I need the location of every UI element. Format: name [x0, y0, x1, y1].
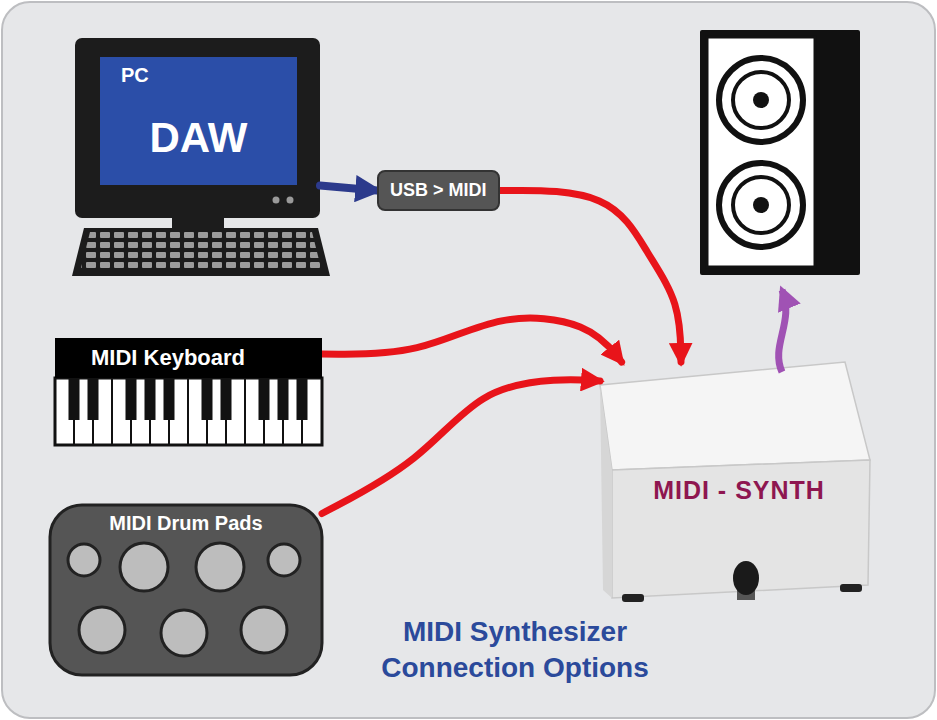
- monitor-button: [287, 197, 294, 204]
- drum-pads: [68, 543, 300, 656]
- connector-arrow: [322, 380, 600, 514]
- speaker-cap: [753, 92, 769, 108]
- synth-foot: [622, 594, 644, 602]
- midi-synth-box: MIDI - SYNTH: [600, 362, 870, 600]
- interface-label: USB > MIDI: [390, 180, 487, 201]
- monitor-screen: [100, 57, 297, 185]
- synth-label: MIDI - SYNTH: [608, 476, 870, 505]
- speaker-woofer: [719, 163, 803, 247]
- drum-pad-body: [50, 505, 322, 675]
- usb-midi-interface: USB > MIDI: [377, 170, 500, 211]
- midi-keyboard-bar: MIDI Keyboard: [55, 338, 322, 378]
- keyboard-label: MIDI Keyboard: [91, 345, 310, 371]
- midi-drum-pads: MIDI Drum Pads: [50, 505, 322, 675]
- speaker-cap: [753, 197, 769, 213]
- screen-label: PC: [121, 64, 149, 87]
- audio-arrow: [779, 290, 786, 372]
- synth-side: [600, 385, 612, 598]
- synth-front: [612, 460, 870, 598]
- monitor-button: [273, 197, 280, 204]
- computer-keys: [80, 232, 322, 272]
- connector-arrow: [322, 318, 622, 362]
- computer-keyboard: [72, 228, 330, 276]
- speaker-front: [707, 37, 815, 267]
- speaker-woofer: [719, 58, 803, 142]
- synth-knob: [733, 561, 759, 595]
- speaker-cabinet: [700, 30, 860, 275]
- synth-foot: [840, 584, 862, 592]
- speaker-cone: [733, 177, 789, 233]
- connector-arrow: [500, 190, 681, 362]
- piano-black-keys: [69, 378, 308, 420]
- connector-arrow: [320, 186, 377, 191]
- computer-monitor: PC DAW: [75, 38, 320, 218]
- screen-title: DAW: [100, 114, 297, 162]
- monitor-stand: [172, 218, 224, 228]
- synth-top: [600, 362, 870, 470]
- piano-keys: [55, 378, 322, 445]
- drum-pads-label: MIDI Drum Pads: [50, 512, 322, 535]
- speaker-cone: [733, 72, 789, 128]
- monitor-bezel: [75, 38, 320, 218]
- diagram-title: MIDI Synthesizer Connection Options: [330, 614, 700, 687]
- piano-key-lines: [74, 378, 302, 445]
